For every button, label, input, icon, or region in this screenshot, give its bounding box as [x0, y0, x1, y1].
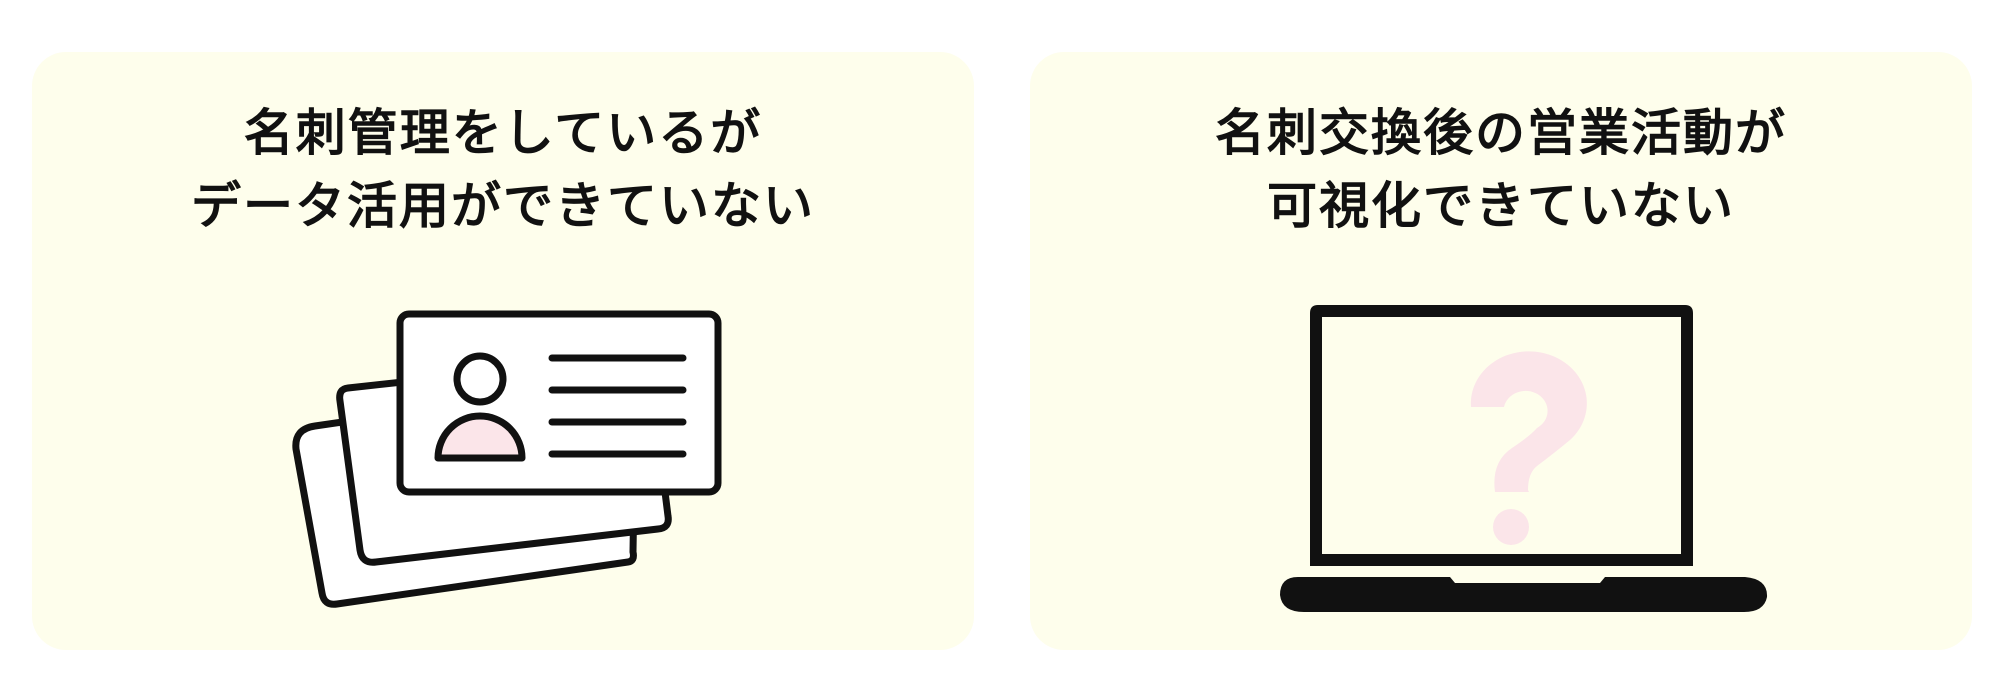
question-mark-icon [1470, 351, 1587, 545]
problem-title-line-2: 可視化できていない [1267, 177, 1735, 235]
business-cards-icon [292, 310, 722, 608]
problem-card-sales-visibility: 名刺交換後の営業活動が 可視化できていない [1030, 52, 1972, 650]
problem-title: 名刺管理をしているが データ活用ができていない [32, 97, 974, 243]
person-body [434, 412, 526, 462]
card-front [396, 310, 722, 496]
laptop-base [1280, 577, 1768, 612]
problem-title-line-2: データ活用ができていない [191, 177, 815, 235]
problem-card-data-usage: 名刺管理をしているが データ活用ができていない [32, 52, 974, 650]
problem-title-line-1: 名刺管理をしているが [243, 104, 763, 162]
problem-title-line-1: 名刺交換後の営業活動が [1215, 104, 1787, 162]
laptop-question-icon [1280, 305, 1768, 612]
person-head [453, 352, 507, 406]
problem-title: 名刺交換後の営業活動が 可視化できていない [1030, 97, 1972, 243]
